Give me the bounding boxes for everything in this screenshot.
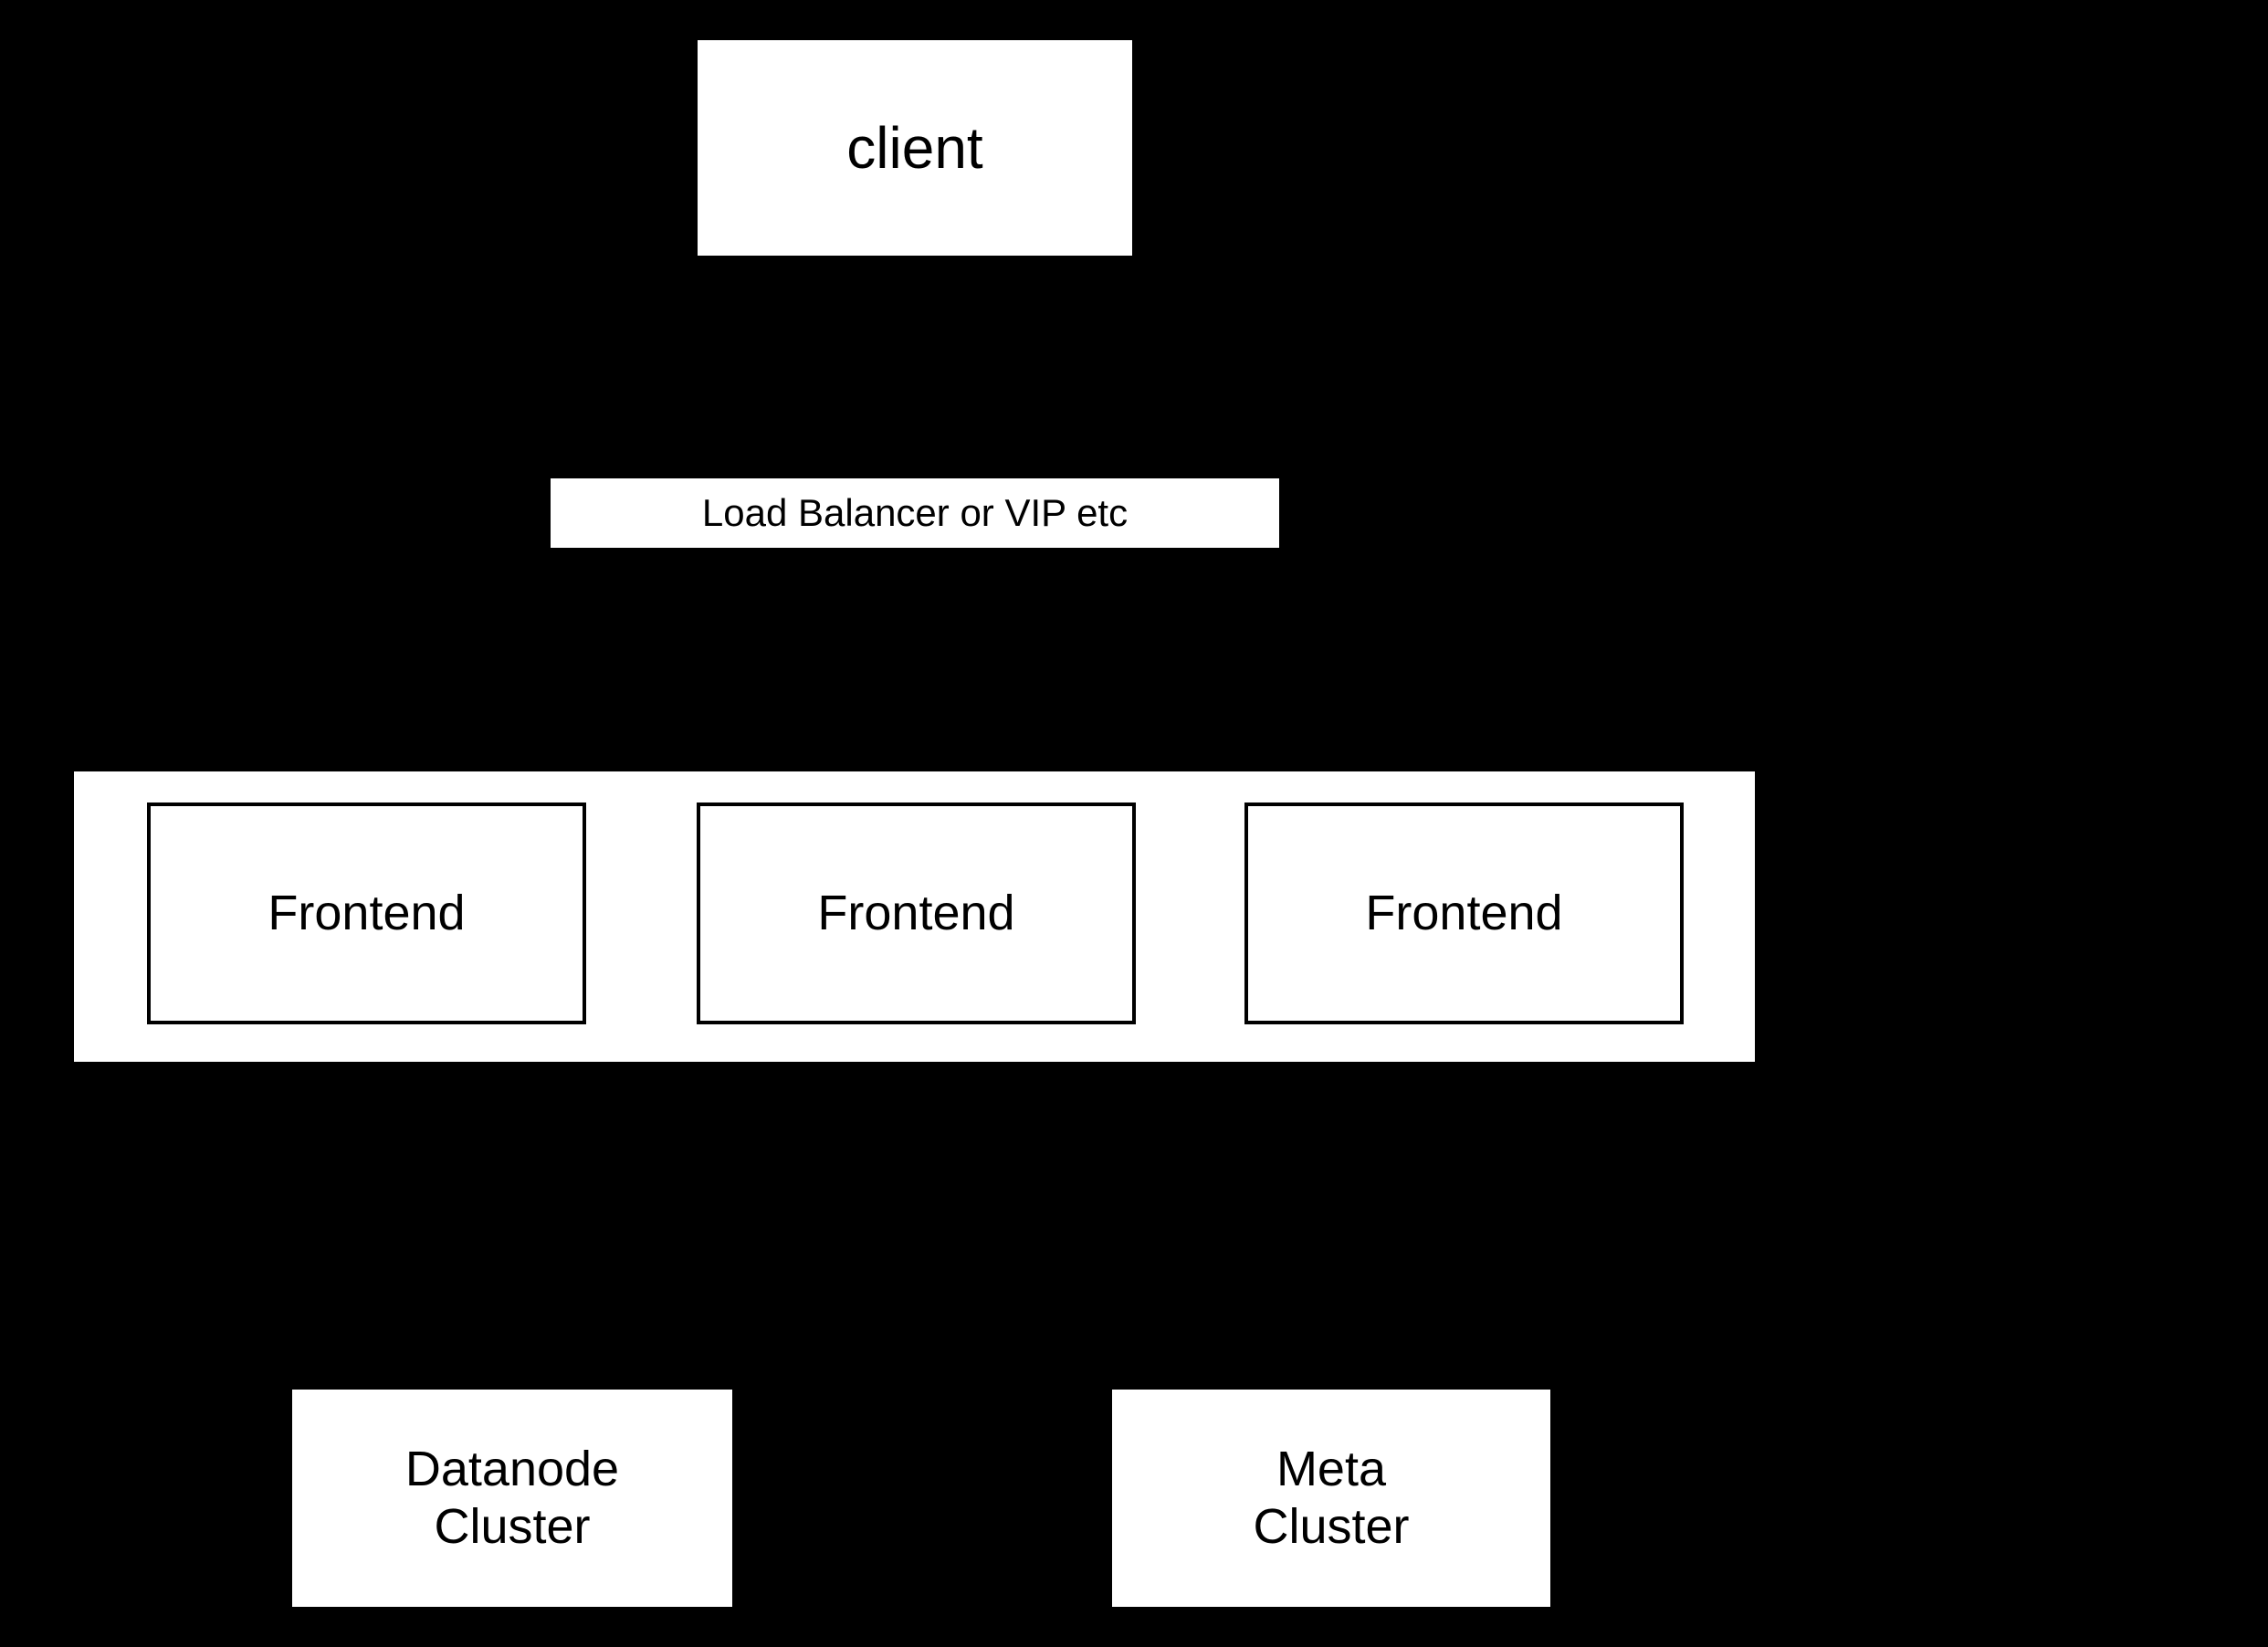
datanode-cluster-node[interactable]: Datanode Cluster [292,1390,732,1607]
client-node[interactable]: client [698,40,1132,256]
frontend-node-2[interactable]: Frontend [697,803,1136,1024]
load-balancer-node[interactable]: Load Balancer or VIP etc [551,478,1279,548]
frontend-node-1[interactable]: Frontend [147,803,586,1024]
frontend-node-3[interactable]: Frontend [1244,803,1684,1024]
meta-cluster-node[interactable]: Meta Cluster [1112,1390,1550,1607]
